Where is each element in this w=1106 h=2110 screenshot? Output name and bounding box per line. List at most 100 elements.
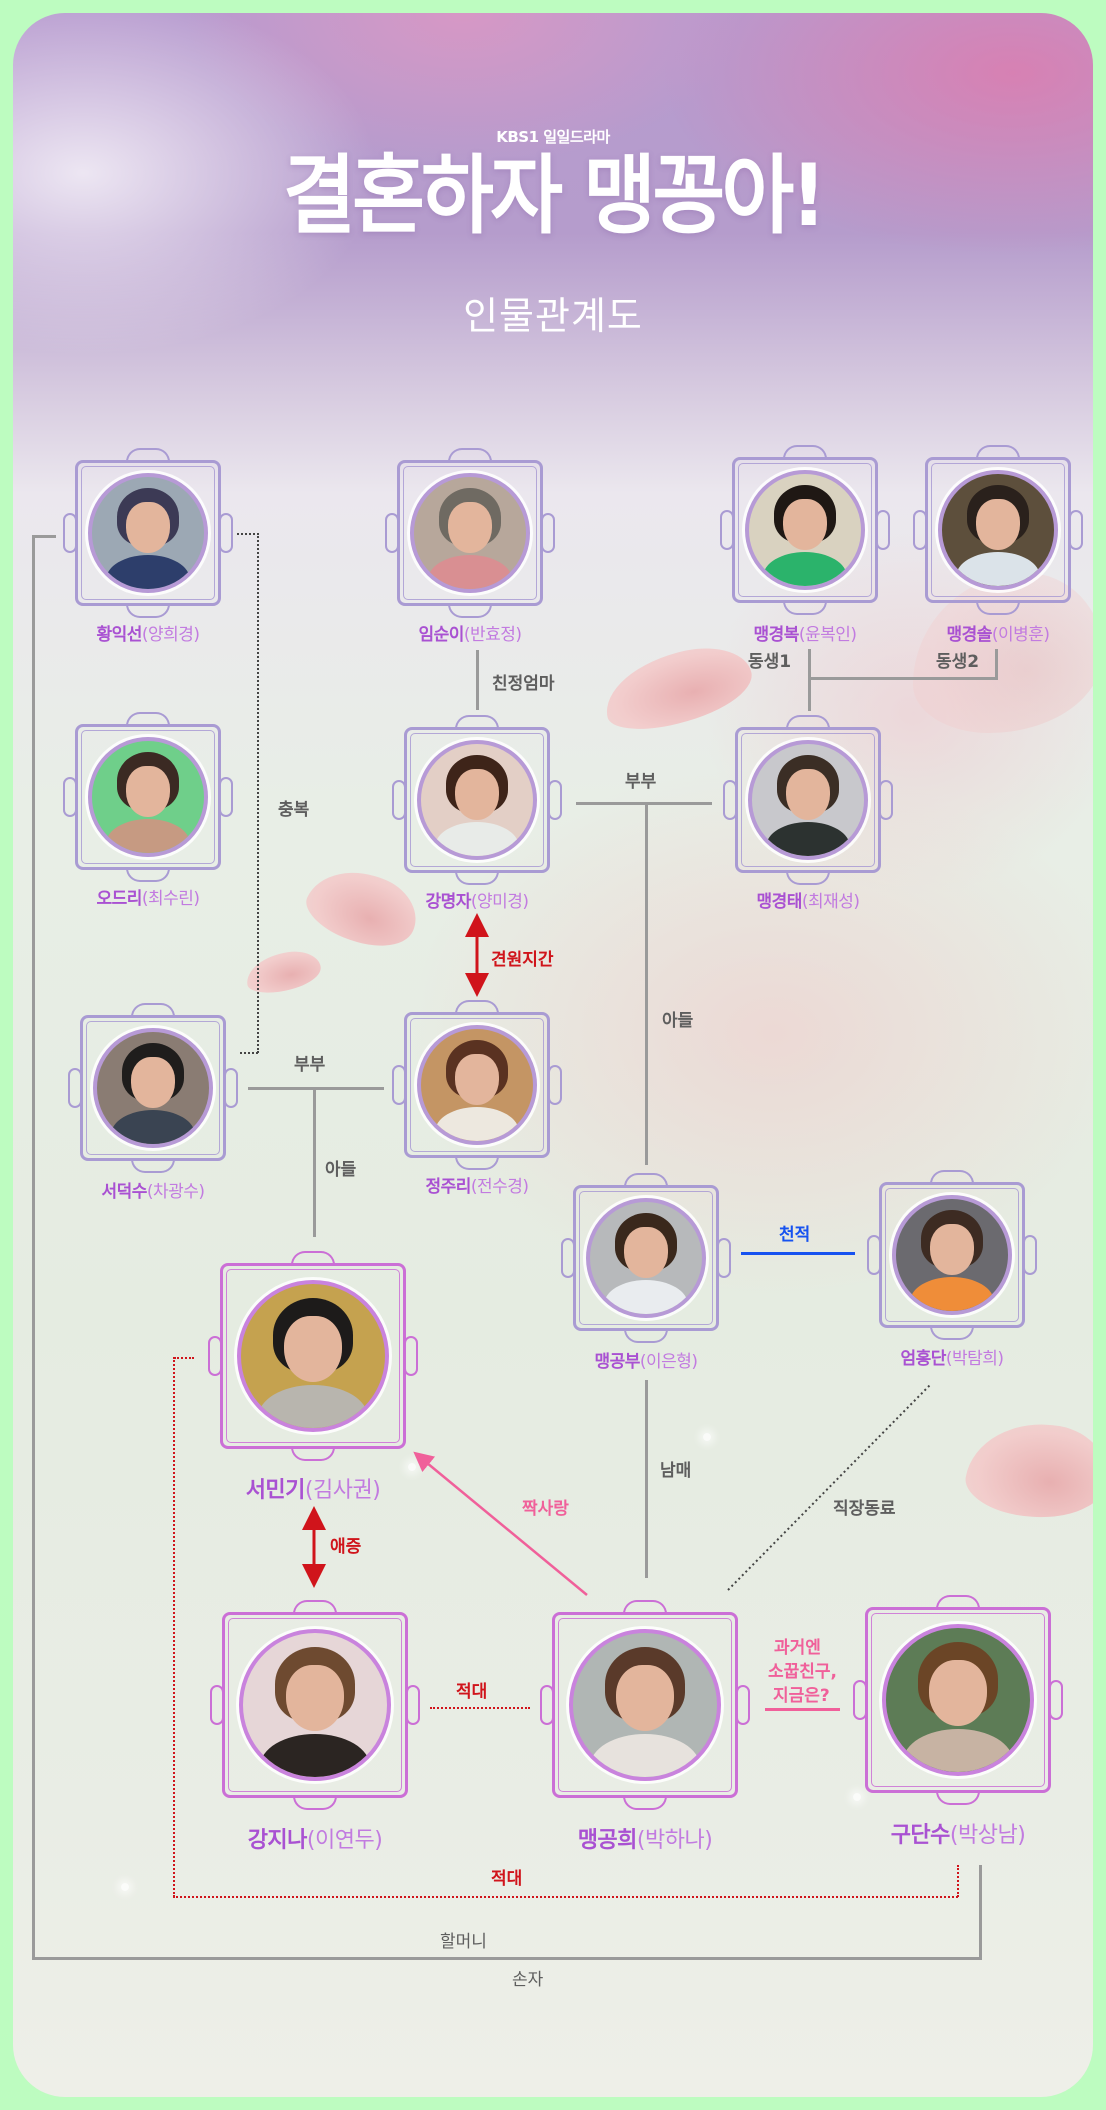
actor-name: (이병훈): [991, 625, 1050, 645]
actor-name: (이은형): [639, 1352, 698, 1372]
frame-side-ornament: [548, 1065, 562, 1105]
name-gu-dansu: 구단수(박상남): [891, 1817, 1026, 1849]
character-photo: [410, 473, 530, 593]
actor-name: (최재성): [801, 892, 860, 912]
character-name: 황익선: [96, 625, 142, 645]
character-name: 엄홍단: [900, 1349, 946, 1369]
frame-side-ornament: [913, 510, 927, 550]
person-silhouette-icon: [243, 1633, 388, 1778]
character-photo: [417, 1025, 537, 1145]
character-photo: [938, 470, 1058, 590]
line-rivals-bottom-right: [957, 1865, 959, 1897]
character-name: 오드리: [96, 889, 142, 909]
actor-name: (박상남): [949, 1823, 1026, 1848]
line-married-left: [248, 1087, 384, 1090]
person-silhouette-icon: [414, 477, 526, 589]
character-photo: [892, 1195, 1012, 1315]
frame-crown-ornament: [126, 448, 170, 462]
person-silhouette-icon: [752, 744, 864, 856]
person-silhouette-icon: [241, 1284, 386, 1429]
frame-side-ornament: [392, 780, 406, 820]
line-grandmother-left: [32, 535, 35, 1960]
frame-side-ornament: [561, 1238, 575, 1278]
frame-crown-ornament: [293, 1600, 337, 1614]
line-loyal-top: [237, 533, 255, 535]
portrait-kang-jina: [210, 1600, 420, 1810]
person-silhouette-icon: [92, 741, 204, 853]
portrait-seo-deoksu: [68, 1003, 238, 1173]
frame-inner-border: [885, 1188, 1019, 1322]
character-name: 강지나: [247, 1828, 308, 1853]
label-love-hate: 애증: [330, 1537, 362, 1557]
portrait-gu-dansu: [853, 1595, 1063, 1805]
frame-side-ornament: [210, 1685, 224, 1725]
label-cat-and-dog: 견원지간: [491, 950, 554, 970]
line-grandson-right: [979, 1865, 982, 1960]
label-coworkers: 직장동료: [833, 1499, 896, 1519]
frame-inner-border: [81, 730, 215, 864]
frame-side-ornament: [717, 1238, 731, 1278]
frame-side-ornament: [867, 1235, 881, 1275]
character-photo: [417, 740, 537, 860]
frame-side-ornament: [879, 780, 893, 820]
name-maeng-gongbu: 맹공부(이은형): [594, 1347, 698, 1372]
label-married-top: 부부: [625, 772, 657, 792]
sparkle-decoration: [121, 1883, 129, 1891]
frame-side-ornament: [540, 1685, 554, 1725]
frame-inner-border: [558, 1618, 732, 1792]
actor-name: (반효정): [463, 625, 522, 645]
frame-crown-ornament: [455, 715, 499, 729]
drama-title: 결혼하자 맹꽁아!: [282, 146, 827, 246]
frame-side-ornament: [876, 510, 890, 550]
line-rivals-mid: [430, 1707, 530, 1709]
frame-inner-border: [738, 463, 872, 597]
name-maeng-gyeongsol: 맹경솔(이병훈): [946, 620, 1050, 645]
line-rivals-bottom: [173, 1896, 958, 1898]
sparkle-decoration: [853, 1793, 861, 1801]
actor-name: (전수경): [470, 1177, 529, 1197]
line-sibling1: [808, 649, 811, 711]
frame-crown-ornament: [291, 1251, 335, 1265]
name-jeong-juri: 정주리(전수경): [425, 1172, 529, 1197]
label-rivals-bottom: 적대: [491, 1869, 523, 1889]
character-name: 맹경태: [756, 892, 802, 912]
name-seo-deoksu: 서덕수(차광수): [101, 1177, 205, 1202]
character-name: 맹경복: [753, 625, 799, 645]
portrait-hwang-ikseon: [63, 448, 233, 618]
line-loyal: [257, 533, 259, 1053]
frame-inner-border: [226, 1269, 400, 1443]
person-silhouette-icon: [92, 477, 204, 589]
person-silhouette-icon: [421, 744, 533, 856]
person-silhouette-icon: [421, 1029, 533, 1141]
actor-name: (양미경): [470, 892, 529, 912]
frame-side-ornament: [68, 1068, 82, 1108]
name-kang-jina: 강지나(이연두): [248, 1822, 383, 1854]
frame-crown-ornament: [624, 1173, 668, 1187]
name-audrey: 오드리(최수린): [96, 884, 200, 909]
label-loyal: 충복: [278, 800, 310, 820]
network-label: KBS1 일일드라마: [496, 128, 610, 146]
frame-inner-border: [410, 733, 544, 867]
name-im-suni: 임순이(반효정): [418, 620, 522, 645]
frame-side-ornament: [736, 1685, 750, 1725]
person-silhouette-icon: [896, 1199, 1008, 1311]
frame-side-ornament: [404, 1336, 418, 1376]
name-seo-mingi: 서민기(김사권): [246, 1472, 381, 1504]
portrait-kang-myeongja: [392, 715, 562, 885]
person-silhouette-icon: [942, 474, 1054, 586]
frame-inner-border: [741, 733, 875, 867]
line-son-right: [645, 802, 648, 1165]
character-photo: [745, 470, 865, 590]
label-married-left: 부부: [294, 1055, 326, 1075]
frame-crown-ornament: [930, 1170, 974, 1184]
name-kang-myeongja: 강명자(양미경): [425, 887, 529, 912]
actor-name: (차광수): [146, 1182, 205, 1202]
label-enemy-relatives: 천적: [779, 1225, 811, 1245]
frame-side-ornament: [224, 1068, 238, 1108]
line-loyal-bottom: [240, 1052, 258, 1054]
character-photo: [238, 1628, 392, 1782]
page-title: 인물관계도: [463, 294, 643, 338]
portrait-maeng-gyeongbok: [720, 445, 890, 615]
label-childhood-friend-2: 소꿉친구,: [768, 1662, 838, 1682]
